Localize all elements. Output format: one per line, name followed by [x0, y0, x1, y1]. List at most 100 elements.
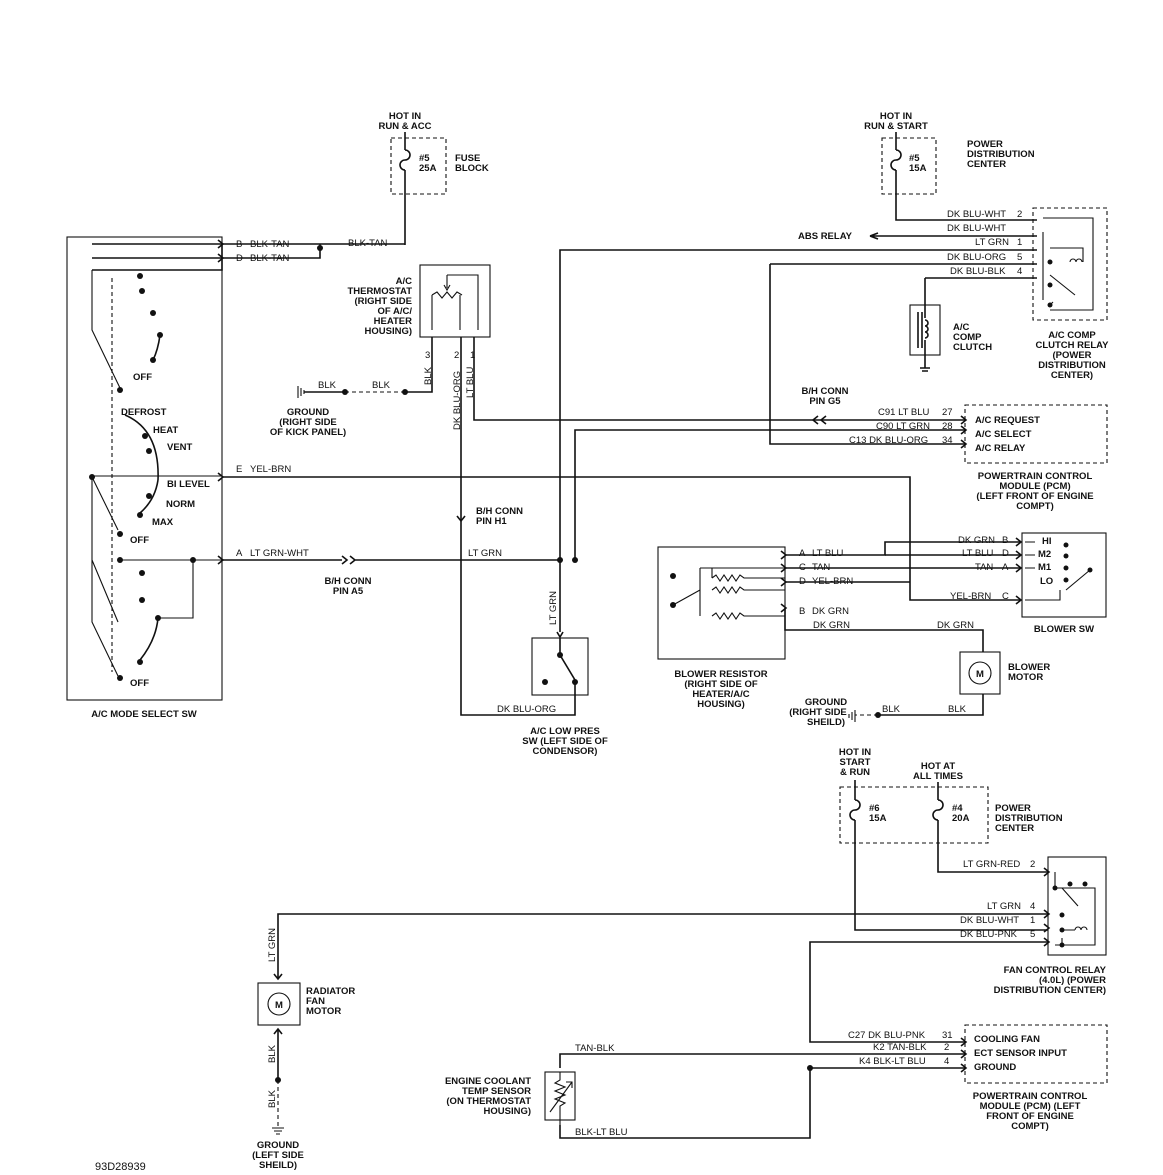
fan-motor-symbol: M: [275, 1000, 283, 1011]
pcm-top-label-2: MODULE (PCM): [999, 481, 1070, 492]
pcm-bot-func-2: ECT SENSOR INPUT: [974, 1048, 1067, 1059]
thermo-label-6: HOUSING): [365, 326, 413, 337]
pcm-bot-circuit-1: C27 DK BLU-PNK: [848, 1030, 926, 1041]
res-label-1: BLOWER RESISTOR: [674, 669, 767, 680]
fan-relay-wire-2: LT GRN: [987, 901, 1021, 912]
blower-sw-title: BLOWER SW: [1034, 624, 1094, 635]
thermo-pin-2: 2: [454, 350, 459, 361]
ac-thermostat: A/C THERMOSTAT (RIGHT SIDE OF A/C/ HEATE…: [347, 264, 822, 716]
pcm-bot-label-1: POWERTRAIN CONTROL: [973, 1091, 1088, 1102]
res-dk-grn-1: DK GRN: [813, 620, 850, 631]
fuse-block-hot-1: HOT IN: [389, 111, 421, 122]
blower-resistor: A LT BLU C TAN D YEL-BRN B DK GRN DK GRN…: [657, 541, 1020, 710]
blower-sw-pin-1: B: [1002, 535, 1008, 546]
ect-label-1: ENGINE COOLANT: [445, 1076, 531, 1087]
pcm-bot-circuit-2: K2 TAN-BLK: [873, 1042, 927, 1053]
res-label-3: HEATER/A/C: [692, 689, 749, 700]
ac-comp-clutch-relay: ABS RELAY DK BLU-WHT 2 DK BLU-WHT LT GRN…: [769, 207, 1109, 445]
res-label-4: HOUSING): [697, 699, 745, 710]
ground-kick-3: OF KICK PANEL): [270, 427, 346, 438]
fuse-block-name-1: FUSE: [455, 153, 480, 164]
mode-pos-off-1: OFF: [133, 372, 152, 383]
bh-conn-a5-1: B/H CONN: [325, 576, 372, 587]
clutch-relay-label-3: (POWER: [1052, 350, 1091, 361]
pdc-bot-name-3: CENTER: [995, 823, 1034, 834]
blower-sw-pin-2: D: [1002, 548, 1009, 559]
thermo-label-3: (RIGHT SIDE: [354, 296, 412, 307]
ac-mode-select-switch: OFF DEFROST HEAT VENT BI LEVEL NORM MAX …: [66, 236, 309, 720]
pcm-bot-label-4: COMPT): [1011, 1121, 1048, 1132]
fan-relay-pin-3: 1: [1030, 915, 1035, 926]
pcm-top-func-2: A/C SELECT: [975, 429, 1032, 440]
wire-blk-tan-label: BLK-TAN: [348, 238, 388, 249]
ect-sensor: TAN-BLK BLK-LT BLU ENGINE COOLANT TEMP S…: [445, 1043, 965, 1139]
wire-lt-grn-trunk: [559, 249, 1037, 560]
blower-motor-label-1: BLOWER: [1008, 662, 1050, 673]
pdc-bot-name-2: DISTRIBUTION: [995, 813, 1063, 824]
mode-pos-max: MAX: [152, 517, 174, 528]
pdc-bottom: HOT IN START & RUN HOT AT ALL TIMES #6 1…: [839, 747, 1063, 931]
blower-sw-wire-4: YEL-BRN: [950, 591, 991, 602]
thermo-blk-vert: BLK: [423, 366, 434, 385]
clutch-pin-1: 2: [1017, 209, 1022, 220]
pcm-top-label-1: POWERTRAIN CONTROL: [978, 471, 1093, 482]
pdc-top: HOT IN RUN & START #5 15A POWER DISTRIBU…: [864, 111, 1037, 221]
blower-sw-pos-3: M1: [1038, 562, 1052, 573]
clutch-relay-label-1: A/C COMP: [1048, 330, 1096, 341]
thermo-label-2: THERMOSTAT: [347, 286, 412, 297]
pcm-top-circuit-1: C91 LT BLU: [878, 407, 930, 418]
wire-fan-lt-grn: [273, 913, 1048, 981]
fan-blk-1: BLK: [267, 1044, 278, 1063]
blower-gnd-blk-1: BLK: [882, 704, 901, 715]
pcm-top-pin-2: 28: [942, 421, 953, 432]
bh-conn-h1-symbol: [456, 515, 466, 523]
blower-sw-pin-3: A: [1002, 562, 1009, 573]
wire-lt-grn-pcm: [574, 429, 822, 560]
blower-sw-pin-4: C: [1002, 591, 1009, 602]
bh-conn-g5-1: B/H CONN: [802, 386, 849, 397]
mode-pin-a-wire: LT GRN-WHT: [250, 548, 309, 559]
blower-gnd-blk-2: BLK: [948, 704, 967, 715]
ect-label-3: (ON THERMOSTAT: [446, 1096, 531, 1107]
clutch-wire-4: DK BLU-ORG: [947, 252, 1006, 263]
fan-relay-pin-4: 5: [1030, 929, 1035, 940]
pdc-top-name-2: DISTRIBUTION: [967, 149, 1035, 160]
thermo-label-5: HEATER: [374, 316, 412, 327]
bh-conn-h1-1: B/H CONN: [476, 506, 523, 517]
blower-switch: DK GRN B HI LT BLU D M2 TAN A M1 YEL-BRN…: [950, 532, 1107, 635]
fan-relay-label-3: DISTRIBUTION CENTER): [994, 985, 1106, 996]
wire-dk-blu-pnk: [809, 941, 1048, 1043]
pdc-bot-fuse2-1: #4: [952, 803, 963, 814]
res-pin-b-wire: DK GRN: [812, 606, 849, 617]
bh-conn-a5-2: PIN A5: [333, 586, 364, 597]
pdc-top-hot-1: HOT IN: [880, 111, 912, 122]
fan-relay-pin-2: 4: [1030, 901, 1035, 912]
wire-lt-grn-label: LT GRN: [468, 548, 502, 559]
fan-relay-label-2: (4.0L) (POWER: [1039, 975, 1106, 986]
ground-right-1: GROUND: [805, 697, 847, 708]
mode-pos-heat: HEAT: [153, 425, 178, 436]
ground-right-2: (RIGHT SIDE: [789, 707, 847, 718]
pdc-top-name-3: CENTER: [967, 159, 1006, 170]
fan-motor-label-2: FAN: [306, 996, 325, 1007]
mode-pos-off-2: OFF: [130, 535, 149, 546]
wire-yel-brn: [222, 476, 1020, 601]
pdc-top-hot-2: RUN & START: [864, 121, 928, 132]
fan-relay-pin-1: 2: [1030, 859, 1035, 870]
pcm-top-pin-1: 27: [942, 407, 953, 418]
ect-wire-top: TAN-BLK: [575, 1043, 615, 1054]
comp-clutch-3: CLUTCH: [953, 342, 992, 353]
ect-wire-bot: BLK-LT BLU: [575, 1127, 628, 1138]
radiator-fan-motor: LT GRN M RADIATOR FAN MOTOR BLK BLK GROU…: [252, 928, 355, 1171]
res-pin-b: B: [799, 606, 805, 617]
blower-sw-wire-3: TAN: [975, 562, 993, 573]
thermo-pin-3: 3: [425, 350, 430, 361]
diagram-id: 93D28939: [95, 1161, 146, 1173]
pcm-bot-func-1: COOLING FAN: [974, 1034, 1040, 1045]
thermo-label-1: A/C: [396, 276, 413, 287]
pcm-bot-circuit-3: K4 BLK-LT BLU: [859, 1056, 926, 1067]
thermo-dkbluorg-vert: DK BLU-ORG: [452, 371, 463, 430]
clutch-relay-label-5: CENTER): [1051, 370, 1093, 381]
res-pin-a-wire: LT BLU: [812, 548, 843, 559]
